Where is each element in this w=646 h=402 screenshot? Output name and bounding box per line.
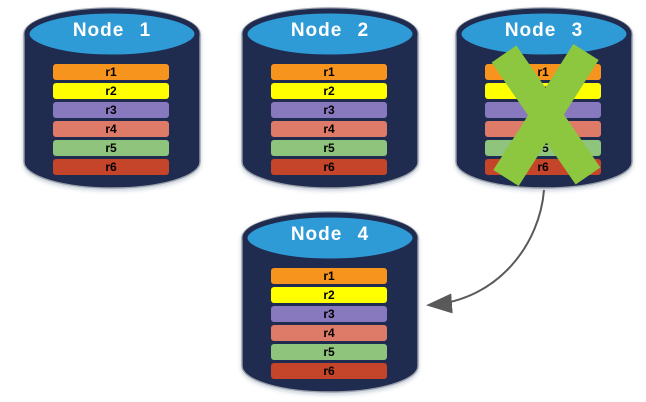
replica-list: r1 r2 r3 r4 r5 r6 — [271, 268, 387, 379]
replica-label: r2 — [537, 84, 549, 98]
db-node-3: Node 3 r1 r2 r3 r4 r5 r6 — [452, 2, 636, 194]
replica-label: r6 — [105, 160, 117, 174]
db-node-1: Node 1 r1 r2 r3 r4 r5 r6 — [20, 2, 204, 194]
replica-bar-r5: r5 — [53, 140, 169, 156]
replica-label: r1 — [323, 65, 335, 79]
replica-label: r5 — [537, 141, 549, 155]
replica-bar-r1: r1 — [271, 268, 387, 284]
replica-label: r6 — [323, 160, 335, 174]
replica-bar-r5: r5 — [271, 140, 387, 156]
replica-bar-r6: r6 — [271, 363, 387, 379]
node-label: Node 2 — [290, 20, 370, 41]
replica-label: r1 — [105, 65, 117, 79]
replica-bar-r2: r2 — [271, 287, 387, 303]
replica-label: r6 — [323, 364, 335, 378]
replica-bar-r1: r1 — [485, 64, 601, 80]
replica-bar-r5: r5 — [485, 140, 601, 156]
replica-label: r6 — [537, 160, 549, 174]
replica-bar-r3: r3 — [271, 102, 387, 118]
replica-label: r4 — [323, 122, 335, 136]
replica-label: r5 — [105, 141, 117, 155]
replica-label: r5 — [323, 141, 335, 155]
replica-label: r4 — [537, 122, 549, 136]
db-node-2: Node 2 r1 r2 r3 r4 r5 r6 — [238, 2, 422, 194]
replica-bar-r6: r6 — [485, 159, 601, 175]
replica-bar-r3: r3 — [485, 102, 601, 118]
replica-bar-r5: r5 — [271, 344, 387, 360]
replica-list: r1 r2 r3 r4 r5 r6 — [53, 64, 169, 175]
node-label: Node 1 — [72, 20, 152, 41]
replica-label: r3 — [323, 307, 335, 321]
replica-bar-r4: r4 — [271, 121, 387, 137]
replica-bar-r4: r4 — [53, 121, 169, 137]
replica-bar-r2: r2 — [53, 83, 169, 99]
replica-label: r2 — [323, 84, 335, 98]
replica-bar-r2: r2 — [271, 83, 387, 99]
replica-bar-r1: r1 — [53, 64, 169, 80]
replica-bar-r6: r6 — [271, 159, 387, 175]
replica-label: r3 — [323, 103, 335, 117]
replica-bar-r3: r3 — [53, 102, 169, 118]
replica-list: r1 r2 r3 r4 r5 r6 — [271, 64, 387, 175]
replica-label: r2 — [105, 84, 117, 98]
replica-label: r5 — [323, 345, 335, 359]
replica-bar-r2: r2 — [485, 83, 601, 99]
replica-label: r1 — [537, 65, 549, 79]
db-node-4: Node 4 r1 r2 r3 r4 r5 r6 — [238, 206, 422, 398]
replica-bar-r6: r6 — [53, 159, 169, 175]
failover-arrow — [426, 189, 545, 314]
node-label: Node 4 — [290, 224, 370, 245]
replica-label: r4 — [323, 326, 335, 340]
replica-bar-r3: r3 — [271, 306, 387, 322]
replica-bar-r4: r4 — [271, 325, 387, 341]
replica-label: r1 — [323, 269, 335, 283]
replica-bar-r4: r4 — [485, 121, 601, 137]
replica-list: r1 r2 r3 r4 r5 r6 — [485, 64, 601, 175]
node-label: Node 3 — [504, 20, 584, 41]
replica-label: r3 — [105, 103, 117, 117]
replica-label: r3 — [537, 103, 549, 117]
replica-label: r2 — [323, 288, 335, 302]
replica-label: r4 — [105, 122, 117, 136]
replica-bar-r1: r1 — [271, 64, 387, 80]
